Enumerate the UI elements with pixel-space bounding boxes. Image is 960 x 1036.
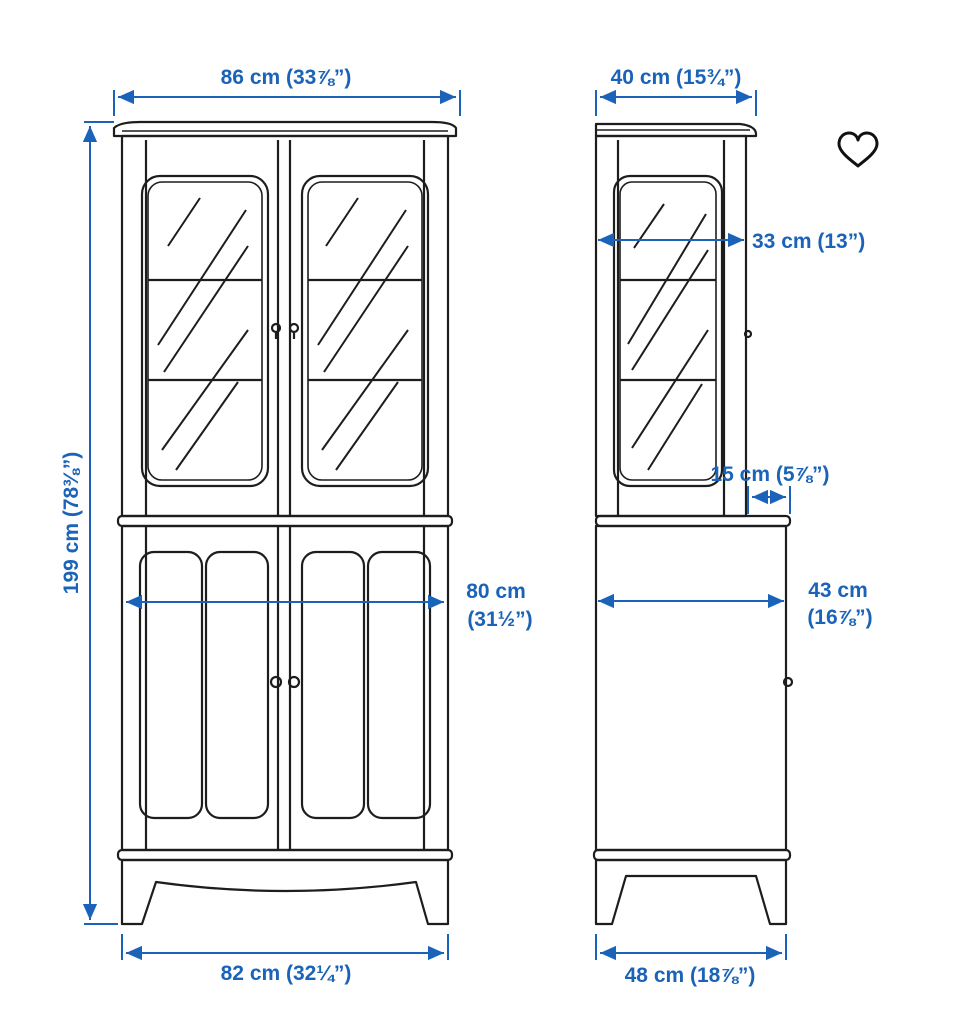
- side-bottom-depth-label: 48 cm (18⅞”): [625, 964, 756, 987]
- front-top-width-label: 86 cm (33⅞”): [221, 66, 352, 89]
- side-view: [592, 122, 794, 926]
- glass-door-knobs: [270, 322, 300, 339]
- side-top-depth-label: 40 cm (15¾”): [611, 66, 742, 89]
- side-top-inner-depth-label: 33 cm (13”): [752, 230, 865, 253]
- front-inner-width-label-line2: (31½”): [467, 608, 532, 631]
- front-bottom-width-label: 82 cm (32¼”): [221, 962, 352, 985]
- front-inner-width-label-line1: 80 cm: [466, 580, 526, 603]
- side-ledge-depth-label: 15 cm (5⅞”): [710, 463, 829, 486]
- side-cabinet-depth-label-line1: 43 cm: [808, 579, 868, 602]
- dimension-lines: [82, 89, 791, 961]
- heart-outline-icon[interactable]: [832, 125, 884, 177]
- front-height-label: 199 cm (78⅜”): [60, 452, 83, 594]
- front-view: [112, 120, 458, 926]
- side-cabinet-depth-label-line2: (16⅞”): [807, 606, 872, 629]
- dimension-labels: 86 cm (33⅞”) 199 cm (78⅜”) 80 cm (31½”) …: [60, 66, 873, 987]
